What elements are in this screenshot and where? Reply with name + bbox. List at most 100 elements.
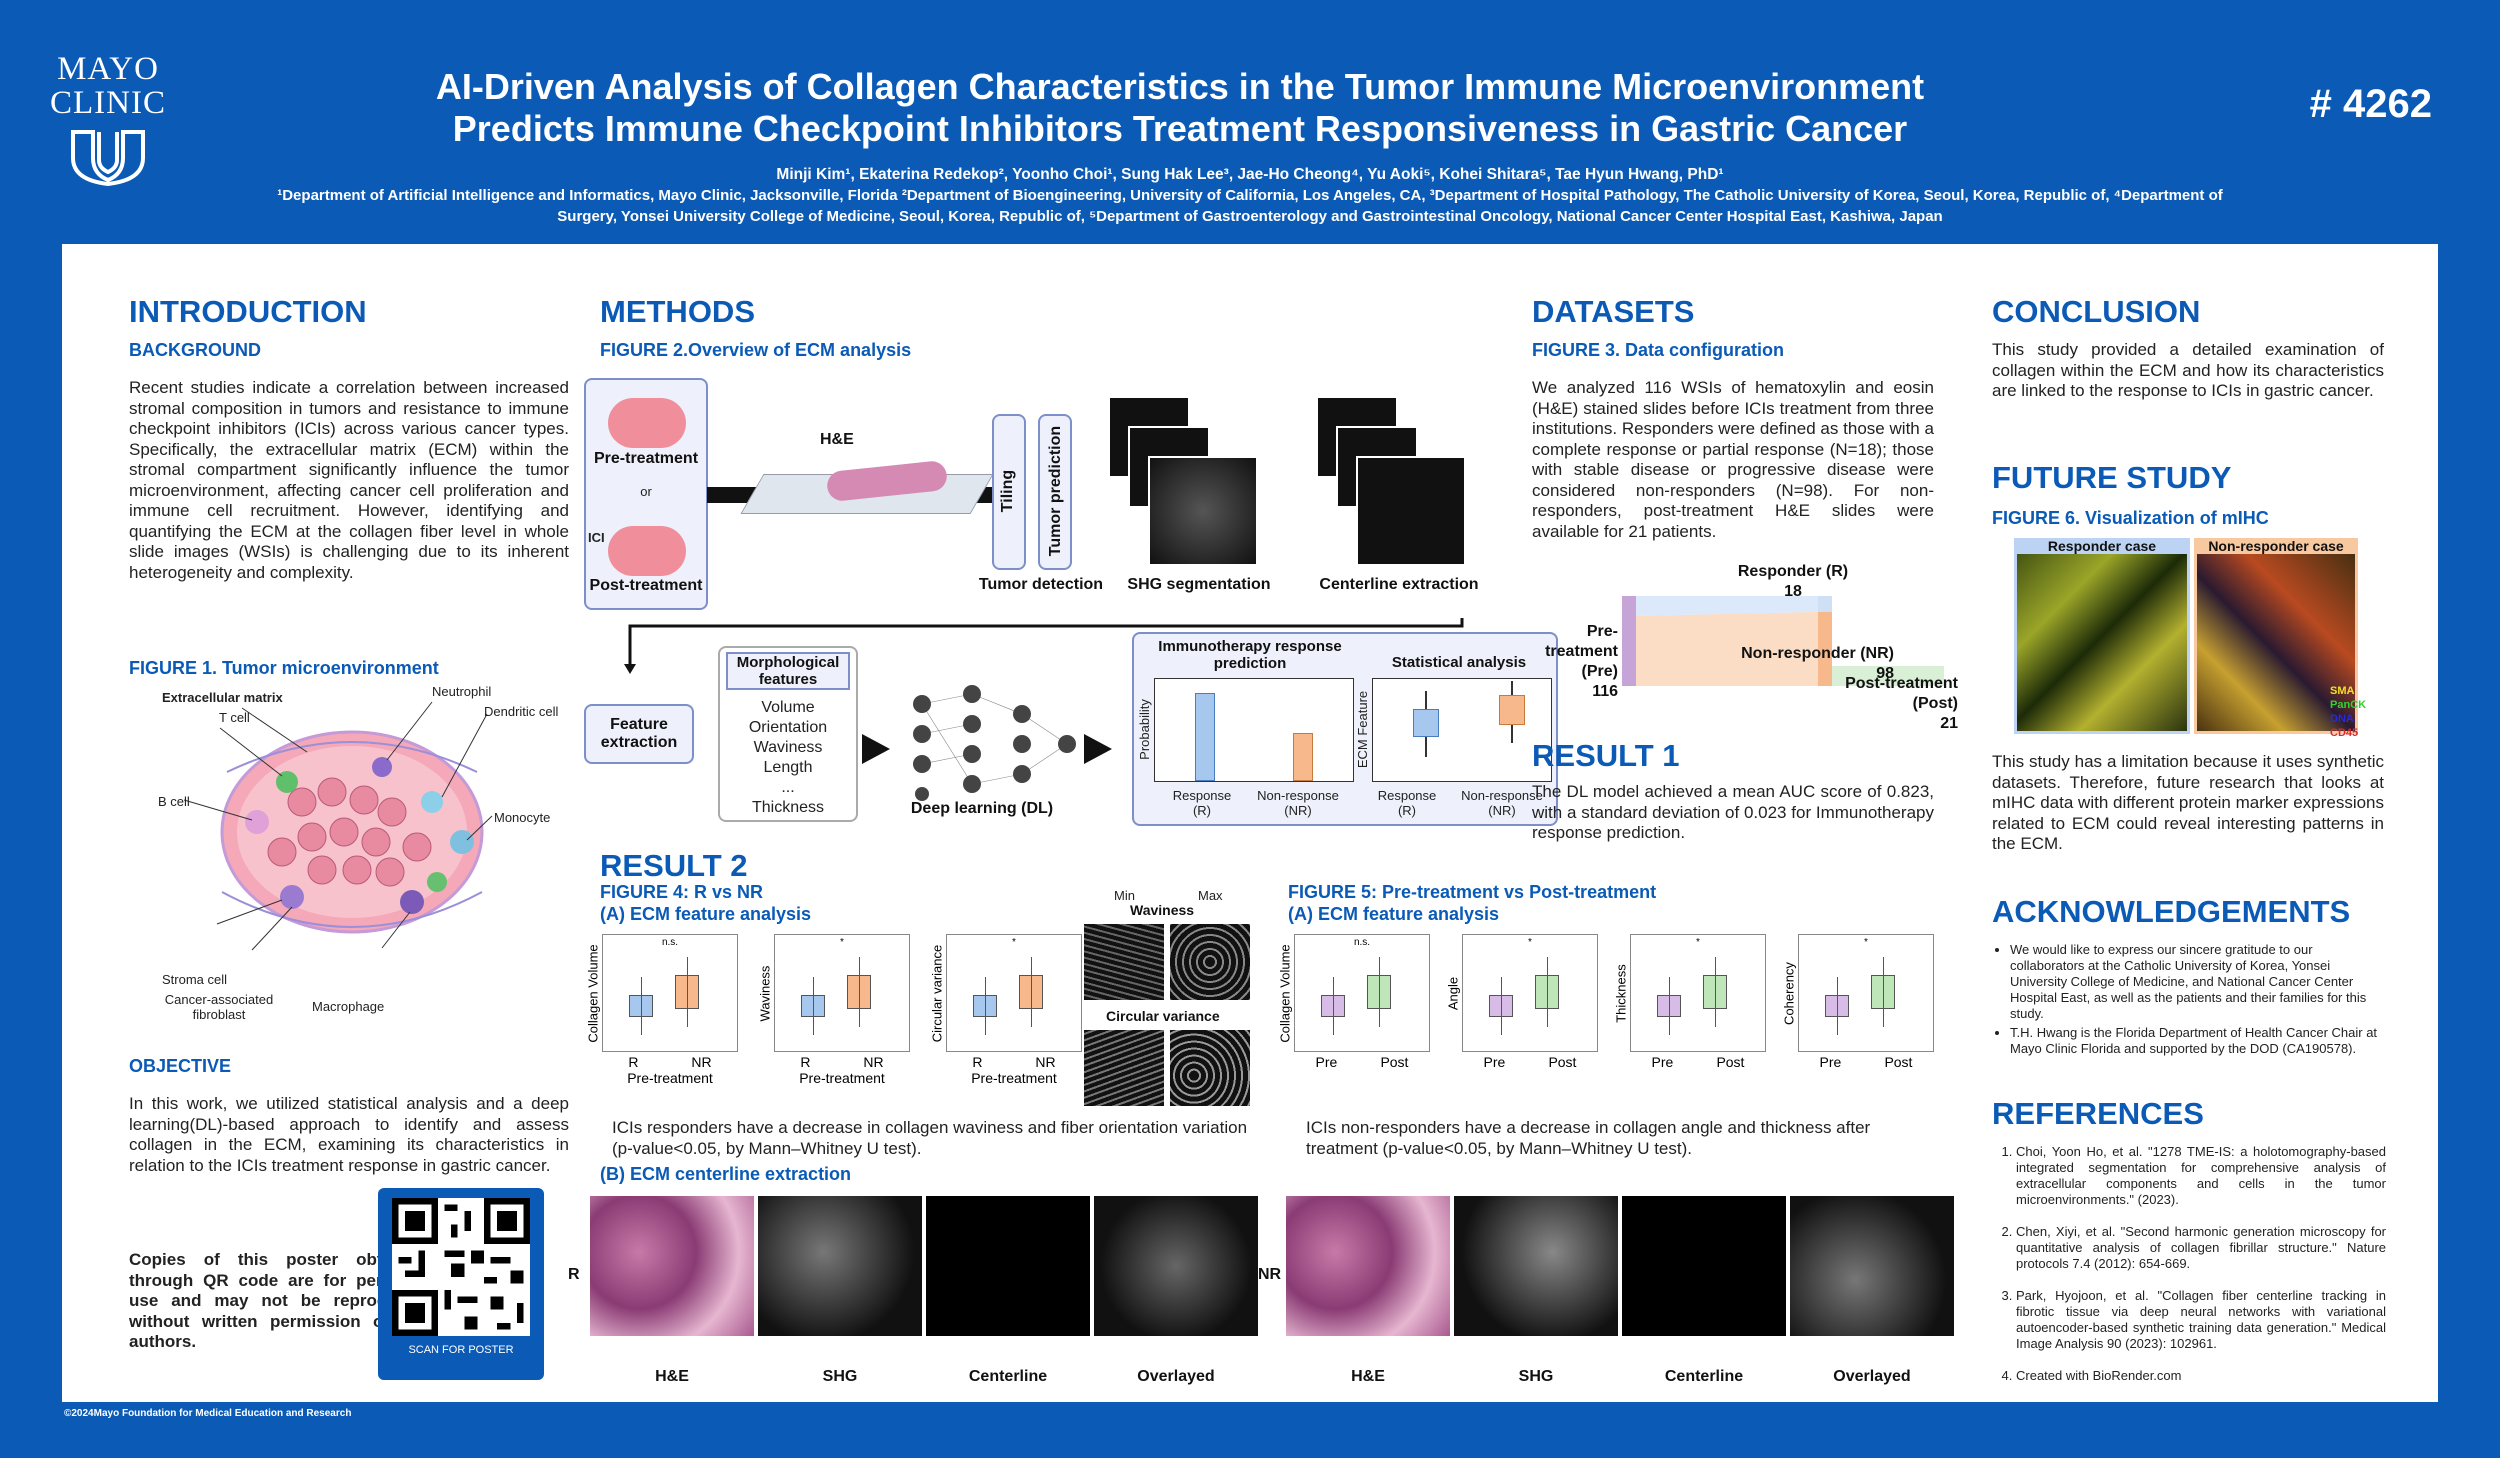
neural-network-icon — [862, 685, 1112, 801]
label-stroma: Stroma cell — [162, 972, 228, 987]
r-centerline-img — [926, 1196, 1090, 1336]
xtick-label: Post — [1716, 1054, 1745, 1070]
boxplot-area: * — [1462, 934, 1598, 1052]
qr-code-icon[interactable] — [392, 1198, 530, 1336]
methods-heading: METHODS — [600, 294, 755, 329]
feature-ellipsis: ... — [781, 779, 795, 796]
boxplot-ylabel: Thickness — [1613, 964, 1629, 1023]
or-label: or — [640, 484, 652, 499]
nonresponse-nr-2: Non-response (NR) — [1461, 788, 1543, 818]
row-r-label: R — [568, 1266, 580, 1283]
ecm-feature-axis: ECM Feature — [1355, 690, 1371, 769]
col-he-nr: H&E — [1351, 1368, 1385, 1385]
poster-number: # 4262 — [2309, 82, 2432, 126]
xtick-label: NR — [691, 1054, 712, 1070]
nonresp-node-text: Non-responder (NR) — [1741, 645, 1894, 662]
tiling-box — [992, 414, 1026, 570]
feature-extraction-label: Feature extraction — [600, 716, 678, 751]
boxplot-ylabel: Collagen Volume — [1277, 944, 1293, 1043]
max-label: Max — [1198, 888, 1223, 903]
feature-orientation: Orientation — [748, 719, 828, 736]
boxplot-area: * — [1798, 934, 1934, 1052]
boxplot-whisker — [641, 977, 643, 1035]
ref-item-1: Choi, Yoon Ho, et al. "1278 TME-IS: a ho… — [2016, 1144, 2386, 1208]
mayo-logo: MAYO CLINIC — [48, 52, 168, 193]
boxplot-whisker — [1031, 957, 1033, 1027]
fig4-subtitle: (A) ECM feature analysis — [600, 904, 812, 924]
ack-heading: ACKNOWLEDGEMENTS — [1992, 894, 2351, 929]
cv-max-img — [1170, 1030, 1250, 1106]
boxplot-whisker — [1883, 957, 1885, 1027]
poster-header: MAYO CLINIC AI-Driven Analysis of Collag… — [0, 0, 2500, 242]
xtick-label: Post — [1380, 1054, 1409, 1070]
col-he-r: H&E — [655, 1368, 689, 1385]
fig4-text: ICIs responders have a decrease in colla… — [612, 1118, 1248, 1158]
fig4b-title: (B) ECM centerline extraction — [600, 1164, 852, 1184]
boxplot-area: * — [946, 934, 1082, 1052]
fig5-subtitle: (A) ECM feature analysis — [1288, 904, 1500, 924]
xtick-label: R — [800, 1054, 811, 1070]
qr-code-block[interactable]: SCAN FOR POSTER — [378, 1188, 544, 1380]
significance-label: * — [1012, 937, 1016, 948]
boxplot-whisker — [1379, 957, 1381, 1027]
affiliations-2: Surgery, Yonsei University College of Me… — [557, 208, 1943, 225]
datasets-text: We analyzed 116 WSIs of hematoxylin and … — [1532, 378, 1934, 541]
resp-node-count: 18 — [1784, 583, 1802, 600]
tumor-microenvironment-figure — [183, 701, 493, 951]
boxplot-ylabel: Collagen Volume — [585, 944, 601, 1043]
nonresp-node-count: 98 — [1876, 665, 1894, 682]
copies-notice: Copies of this poster obtained through Q… — [129, 1250, 427, 1351]
r-overlay-img — [1094, 1196, 1258, 1336]
boxplot-whisker — [1837, 977, 1839, 1035]
pre-node-label: Pre-treatment (Pre) 116 — [1522, 622, 1618, 702]
centerline-tile-3 — [1356, 456, 1466, 566]
tumor-detection-label: Tumor detection — [978, 576, 1104, 593]
ici-label: ICI — [588, 530, 605, 545]
boxplot-whisker — [687, 957, 689, 1027]
boxplot-xticks: Pre Post — [1630, 1054, 1766, 1070]
xtick-label: Pre — [1819, 1054, 1842, 1070]
col-centerline-r: Centerline — [968, 1368, 1048, 1385]
post-node-text: Post-treatment (Post) — [1845, 675, 1958, 712]
marker-legend: SMA PanCK DNA CD45 — [2330, 684, 2366, 740]
xtick-label: Post — [1548, 1054, 1577, 1070]
r-shg-img — [758, 1196, 922, 1336]
fig1-title: FIGURE 1. Tumor microenvironment — [129, 658, 439, 678]
boxplot-whisker — [813, 977, 815, 1035]
prob-chart — [1154, 678, 1354, 782]
nr-centerline-img — [1622, 1196, 1786, 1336]
post-node-label: Post-treatment (Post) 21 — [1838, 674, 1958, 734]
author-block: Minji Kim¹, Ekaterina Redekop², Yoonho C… — [180, 164, 2320, 227]
marker-sma: SMA — [2330, 685, 2355, 697]
col-overlay-nr: Overlayed — [1833, 1368, 1911, 1385]
xtick-label: Post — [1884, 1054, 1913, 1070]
fig3-title: FIGURE 3. Data configuration — [1532, 340, 1785, 360]
mihc-figure: Responder case Non-responder case — [2014, 538, 2382, 734]
marker-dna: DNA — [2330, 713, 2354, 725]
objective-text: In this work, we utilized statistical an… — [129, 1094, 569, 1175]
xtick-label: Pre — [1651, 1054, 1674, 1070]
ref-item-4: Created with BioRender.com — [2016, 1368, 2386, 1384]
ack-item-1: We would like to express our sincere gra… — [2010, 942, 2386, 1022]
nonresponse-nr-1: Non-response (NR) — [1257, 788, 1339, 818]
post-node-count: 21 — [1940, 715, 1958, 732]
marker-cd45: CD45 — [2330, 727, 2359, 739]
post-treatment-label: Post-treatment — [589, 577, 703, 594]
background-text: Recent studies indicate a correlation be… — [129, 378, 569, 582]
significance-label: * — [1696, 937, 1700, 948]
waviness-label: Waviness — [1130, 902, 1195, 918]
boxplot-ylabel: Waviness — [757, 965, 773, 1022]
label-ecm: Extracellular matrix — [162, 690, 283, 705]
nonresponder-case-label: Non-responder case — [2194, 538, 2358, 554]
xtick-label: NR — [863, 1054, 884, 1070]
author-names: Minji Kim¹, Ekaterina Redekop², Yoonho C… — [776, 166, 1724, 183]
boxplot-xlabel: Pre-treatment — [627, 1070, 713, 1086]
fig2-title: FIGURE 2.Overview of ECM analysis — [600, 340, 912, 360]
boxplot-xticks: Pre Post — [1798, 1054, 1934, 1070]
resp-node-label: Responder (R) 18 — [1718, 562, 1868, 602]
